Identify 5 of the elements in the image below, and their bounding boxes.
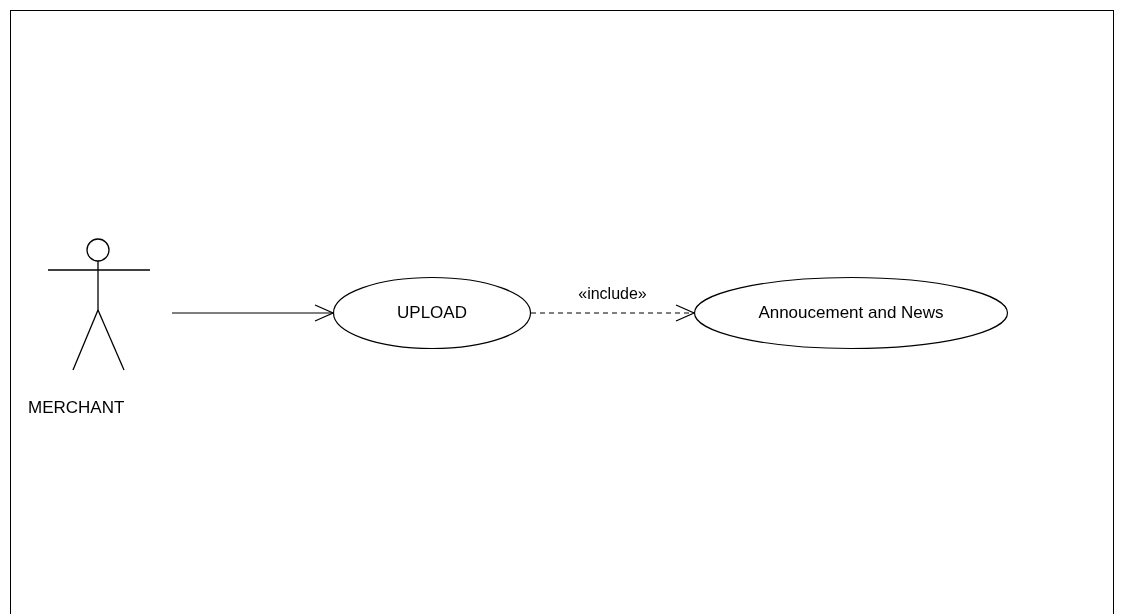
actor-name: MERCHANT bbox=[28, 398, 125, 418]
dashed-arrow bbox=[530, 304, 695, 322]
arrow bbox=[171, 304, 334, 322]
use-case-label: Annoucement and News bbox=[757, 303, 945, 323]
use-case-label: UPLOAD bbox=[396, 303, 468, 323]
